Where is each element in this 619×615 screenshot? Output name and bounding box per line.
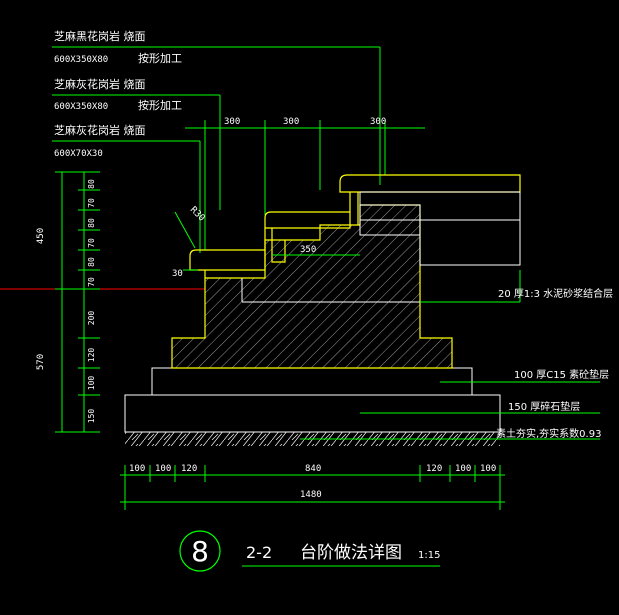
bottom-dimension-chain: 100 100 120 840 120 100 100 1480 xyxy=(120,464,505,510)
left-dimension-chain: 450 570 80 70 80 70 80 70 200 120 100 15… xyxy=(36,171,100,433)
callout-1-note: 按形加工 xyxy=(138,51,182,65)
bottom-dim-6: 100 xyxy=(455,464,471,474)
layer-leaders: 20 厚1:3 水泥砂浆结合层 100 厚C15 素砼垫层 150 厚碎石垫层 … xyxy=(300,270,613,440)
callout-3-name: 芝麻灰花岗岩 烧面 xyxy=(54,123,146,137)
left-detail-7: 200 xyxy=(87,311,96,326)
callout-text: 芝麻黑花岗岩 烧面 600X350X80 按形加工 芝麻灰花岗岩 烧面 600X… xyxy=(54,29,182,159)
layer-label-gravel: 150 厚碎石垫层 xyxy=(508,400,580,413)
left-detail-4: 70 xyxy=(87,238,96,248)
bottom-dim-3: 120 xyxy=(181,464,197,474)
top-dim-1: 300 xyxy=(224,117,240,127)
top-dimension-line: 300 300 300 xyxy=(185,117,425,250)
detail-number: 8 xyxy=(191,535,209,568)
top-dim-2: 300 xyxy=(283,117,299,127)
layer-label-concrete: 100 厚C15 素砼垫层 xyxy=(514,368,609,381)
section-label: 2-2 xyxy=(246,543,272,562)
callout-2-name: 芝麻灰花岗岩 烧面 xyxy=(54,77,146,91)
left-detail-5: 80 xyxy=(87,257,96,267)
callout-1-name: 芝麻黑花岗岩 烧面 xyxy=(54,29,146,43)
detail-scale: 1:15 xyxy=(418,550,440,561)
title-block: 8 2-2 台阶做法详图 1:15 xyxy=(179,530,440,572)
stone-treads xyxy=(189,174,521,278)
left-dim-450: 450 xyxy=(36,228,46,244)
left-detail-3: 80 xyxy=(87,218,96,228)
nosing-dim: 30 xyxy=(172,269,183,279)
callout-leaders xyxy=(52,46,381,253)
layer-label-soil: 素土夯实,夯实系数0.93 xyxy=(496,427,601,440)
callout-1-size: 600X350X80 xyxy=(54,55,108,65)
callout-3-size: 600X70X30 xyxy=(54,149,103,159)
step-body xyxy=(171,204,453,369)
left-detail-8: 120 xyxy=(87,348,96,363)
callout-2-note: 按形加工 xyxy=(138,98,182,112)
layer-label-mortar: 20 厚1:3 水泥砂浆结合层 xyxy=(498,287,613,300)
ground-layers xyxy=(124,367,501,446)
tread-dim: 350 xyxy=(300,245,316,255)
radius-dim: R30 xyxy=(188,205,207,224)
left-detail-2: 70 xyxy=(87,198,96,208)
bottom-dim-2: 100 xyxy=(155,464,171,474)
left-detail-6: 70 xyxy=(87,277,96,287)
bottom-dim-4: 840 xyxy=(305,464,321,474)
left-detail-1: 80 xyxy=(87,179,96,189)
bottom-dim-7: 100 xyxy=(480,464,496,474)
left-detail-9: 100 xyxy=(87,376,96,391)
callout-2-size: 600X350X80 xyxy=(54,102,108,112)
bottom-total-dim: 1480 xyxy=(300,490,322,500)
left-detail-10: 150 xyxy=(87,409,96,424)
top-dim-3: 300 xyxy=(370,117,386,127)
bottom-dim-1: 100 xyxy=(129,464,145,474)
left-dim-570: 570 xyxy=(36,354,46,370)
detail-title: 台阶做法详图 xyxy=(300,543,402,563)
bottom-dim-5: 120 xyxy=(426,464,442,474)
